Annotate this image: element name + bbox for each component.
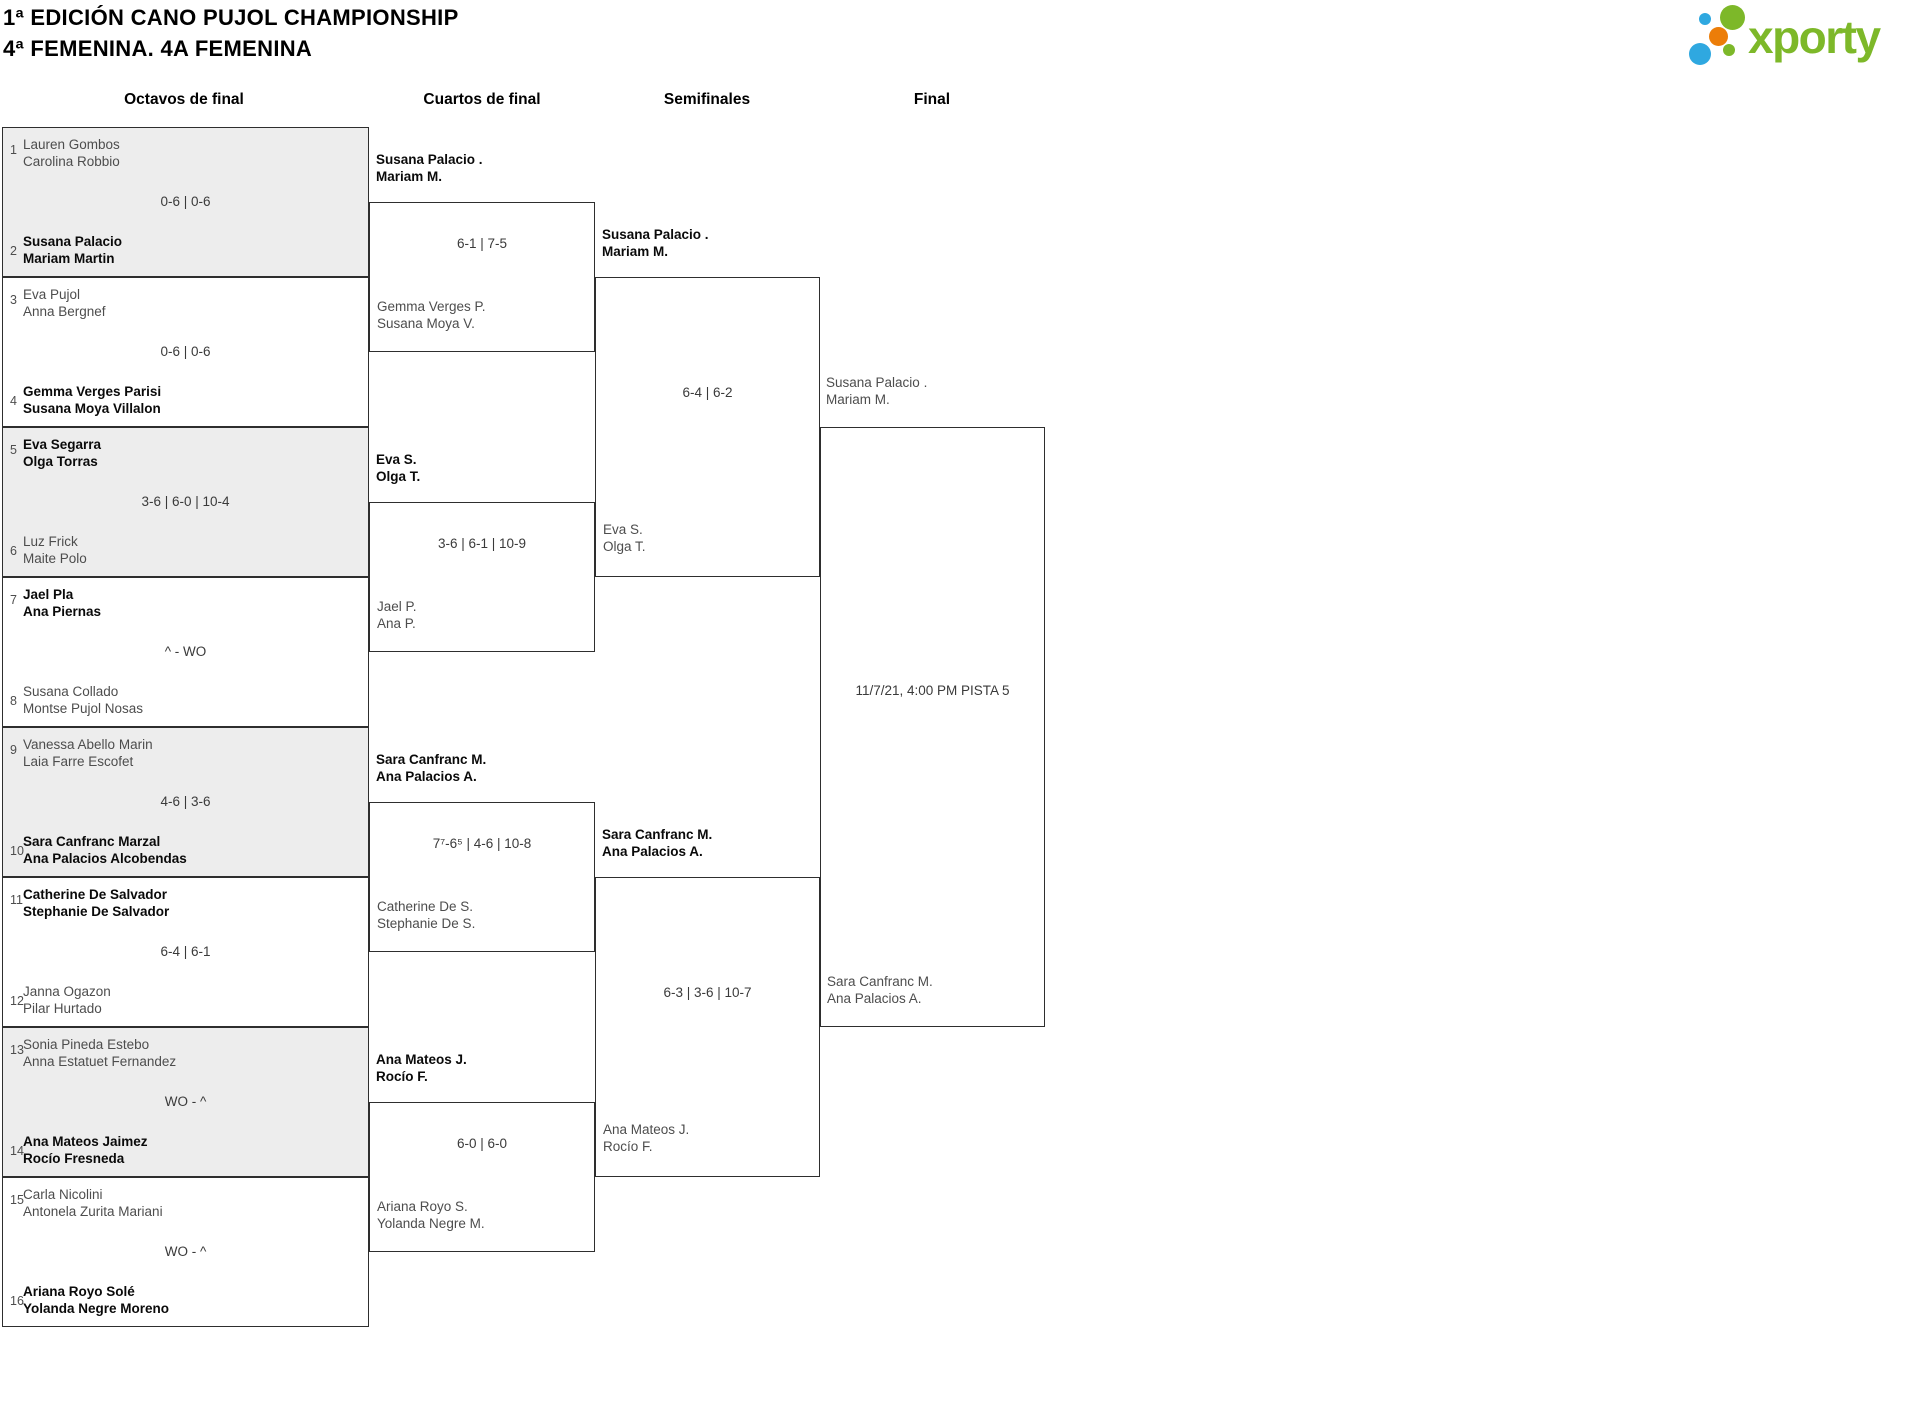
finalist-team-bottom: Sara Canfranc M.Ana Palacios A. [827, 974, 933, 1006]
advancing-team: Susana Palacio .Mariam M. [376, 152, 483, 184]
advancing-team: Susana Palacio .Mariam M. [602, 227, 709, 259]
finalist-team-top: Susana Palacio .Mariam M. [826, 375, 928, 407]
round-header-cuartos: Cuartos de final [423, 91, 541, 108]
match-score: 3-6 | 6-0 | 10-4 [141, 494, 230, 509]
semifinal-match-1: 6-4 | 6-2 Eva S.Olga T. [595, 277, 820, 577]
seed-number: 5 [10, 443, 17, 457]
seed-number: 4 [10, 394, 17, 408]
seed-number: 7 [10, 593, 17, 607]
seed-number: 12 [10, 994, 24, 1008]
advancing-team: Eva S.Olga T. [376, 452, 421, 484]
team-pair: Jael P.Ana P. [377, 599, 417, 631]
seed-number: 10 [10, 844, 24, 858]
logo-wordmark: xporty [1748, 11, 1881, 63]
match-score: 0-6 | 0-6 [160, 194, 211, 209]
logo-dot-blue-small-icon [1699, 13, 1711, 25]
tournament-title: 1ª EDICIÓN CANO PUJOL CHAMPIONSHIP [3, 5, 459, 30]
logo-dot-orange-icon [1709, 27, 1728, 46]
match-score: 0-6 | 0-6 [160, 344, 211, 359]
match-score: 6-3 | 3-6 | 10-7 [663, 985, 752, 1000]
advancing-team: Sara Canfranc M.Ana Palacios A. [376, 752, 487, 784]
team-pair: Ana Mateos J.Rocío F. [603, 1122, 690, 1154]
match-score: 7⁷-6⁵ | 4-6 | 10-8 [432, 836, 532, 851]
final-schedule: 11/7/21, 4:00 PM PISTA 5 [855, 683, 1010, 698]
seed-number: 6 [10, 544, 17, 558]
seed-number: 2 [10, 244, 17, 258]
match-score: 4-6 | 3-6 [160, 794, 211, 809]
seed-number: 13 [10, 1043, 24, 1057]
match-score: WO - ^ [164, 1094, 207, 1109]
advancing-team: Ana Mateos J.Rocío F. [376, 1052, 467, 1084]
team-pair: Gemma Verges P.Susana Moya V. [377, 299, 486, 331]
logo-dot-blue-large-icon [1689, 43, 1711, 65]
cuartos-match-2: 3-6 | 6-1 | 10-9 Jael P.Ana P. [369, 502, 595, 652]
match-score: 6-4 | 6-1 [160, 944, 211, 959]
seed-number: 3 [10, 293, 17, 307]
semifinal-match-2: 6-3 | 3-6 | 10-7 Ana Mateos J.Rocío F. [595, 877, 820, 1177]
round-header-semifinales: Semifinales [663, 91, 751, 108]
seed-number: 8 [10, 694, 17, 708]
team-pair: Ariana Royo S.Yolanda Negre M. [377, 1199, 485, 1231]
cuartos-match-1: 6-1 | 7-5 Gemma Verges P.Susana Moya V. [369, 202, 595, 352]
logo-dot-green-small-icon [1723, 44, 1735, 56]
cuartos-match-3: 7⁷-6⁵ | 4-6 | 10-8 Catherine De S.Stepha… [369, 802, 595, 952]
seed-number: 16 [10, 1294, 24, 1308]
category-subtitle: 4ª FEMENINA. 4A FEMENINA [3, 36, 313, 61]
match-score: 6-4 | 6-2 [682, 385, 733, 400]
advancing-team: Sara Canfranc M.Ana Palacios A. [602, 827, 713, 859]
seed-number: 9 [10, 743, 17, 757]
seed-number: 15 [10, 1193, 24, 1207]
team-pair: Catherine De S.Stephanie De S. [377, 899, 476, 931]
cuartos-match-4: 6-0 | 6-0 Ariana Royo S.Yolanda Negre M. [369, 1102, 595, 1252]
round-header-final: Final [913, 91, 951, 108]
round-header-octavos: Octavos de final [124, 91, 244, 108]
match-score: 6-1 | 7-5 [456, 236, 508, 251]
match-score: ^ - WO [164, 644, 207, 659]
seed-number: 14 [10, 1144, 24, 1158]
match-score: WO - ^ [164, 1244, 207, 1259]
xporty-logo: xporty [1689, 5, 1905, 75]
match-score: 6-0 | 6-0 [456, 1136, 508, 1151]
final-match: 11/7/21, 4:00 PM PISTA 5 Sara Canfranc M… [820, 427, 1045, 1027]
seed-number: 11 [10, 893, 23, 907]
match-score: 3-6 | 6-1 | 10-9 [437, 536, 527, 551]
team-pair: Eva S.Olga T. [603, 522, 646, 554]
seed-number: 1 [10, 143, 17, 157]
logo-dot-green-large-icon [1720, 5, 1745, 30]
